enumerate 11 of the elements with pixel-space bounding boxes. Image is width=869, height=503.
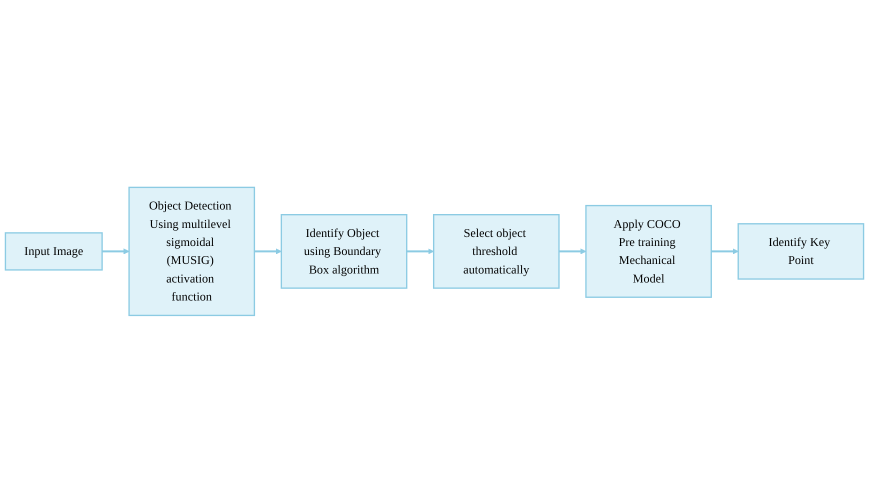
node-box: Select object threshold automatically <box>432 214 560 289</box>
node-box: Apply COCO Pre training Mechanical Model <box>585 205 712 298</box>
arrow <box>254 248 282 254</box>
arrow <box>558 248 586 254</box>
node-box: Identify Key Point <box>738 223 864 280</box>
node-box: Object Detection Using multilevel sigmoidal (MUSIG) activation function <box>128 186 256 316</box>
arrow <box>711 248 738 254</box>
arrow <box>102 248 130 254</box>
node-box: Identify Object using Boundary Box algorithm <box>280 214 408 289</box>
node-box: Input Image <box>4 232 103 271</box>
arrow <box>406 248 434 254</box>
